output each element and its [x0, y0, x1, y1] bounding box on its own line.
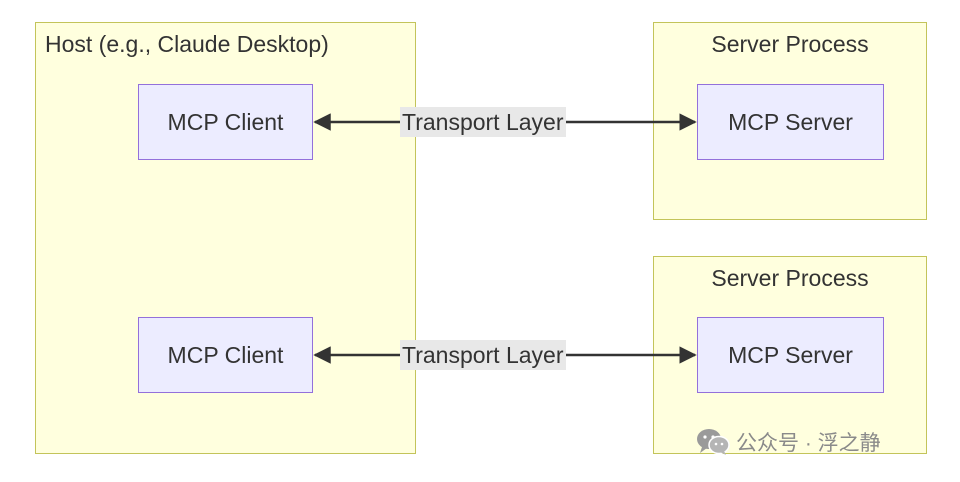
wechat-icon	[696, 428, 730, 456]
watermark: 公众号 · 浮之静	[696, 427, 881, 457]
mcp-client-node-1: MCP Client	[138, 84, 313, 160]
mcp-client-node-2: MCP Client	[138, 317, 313, 393]
edge-label-2: Transport Layer	[400, 340, 566, 370]
mcp-server-node-2: MCP Server	[697, 317, 884, 393]
watermark-text: 公众号 · 浮之静	[736, 432, 881, 455]
host-title: Host (e.g., Claude Desktop)	[45, 31, 329, 57]
server-process-title-1: Server Process	[711, 31, 869, 57]
edge-label-1: Transport Layer	[400, 107, 566, 137]
mcp-server-node-1: MCP Server	[697, 84, 884, 160]
server-process-title-2: Server Process	[711, 265, 869, 291]
